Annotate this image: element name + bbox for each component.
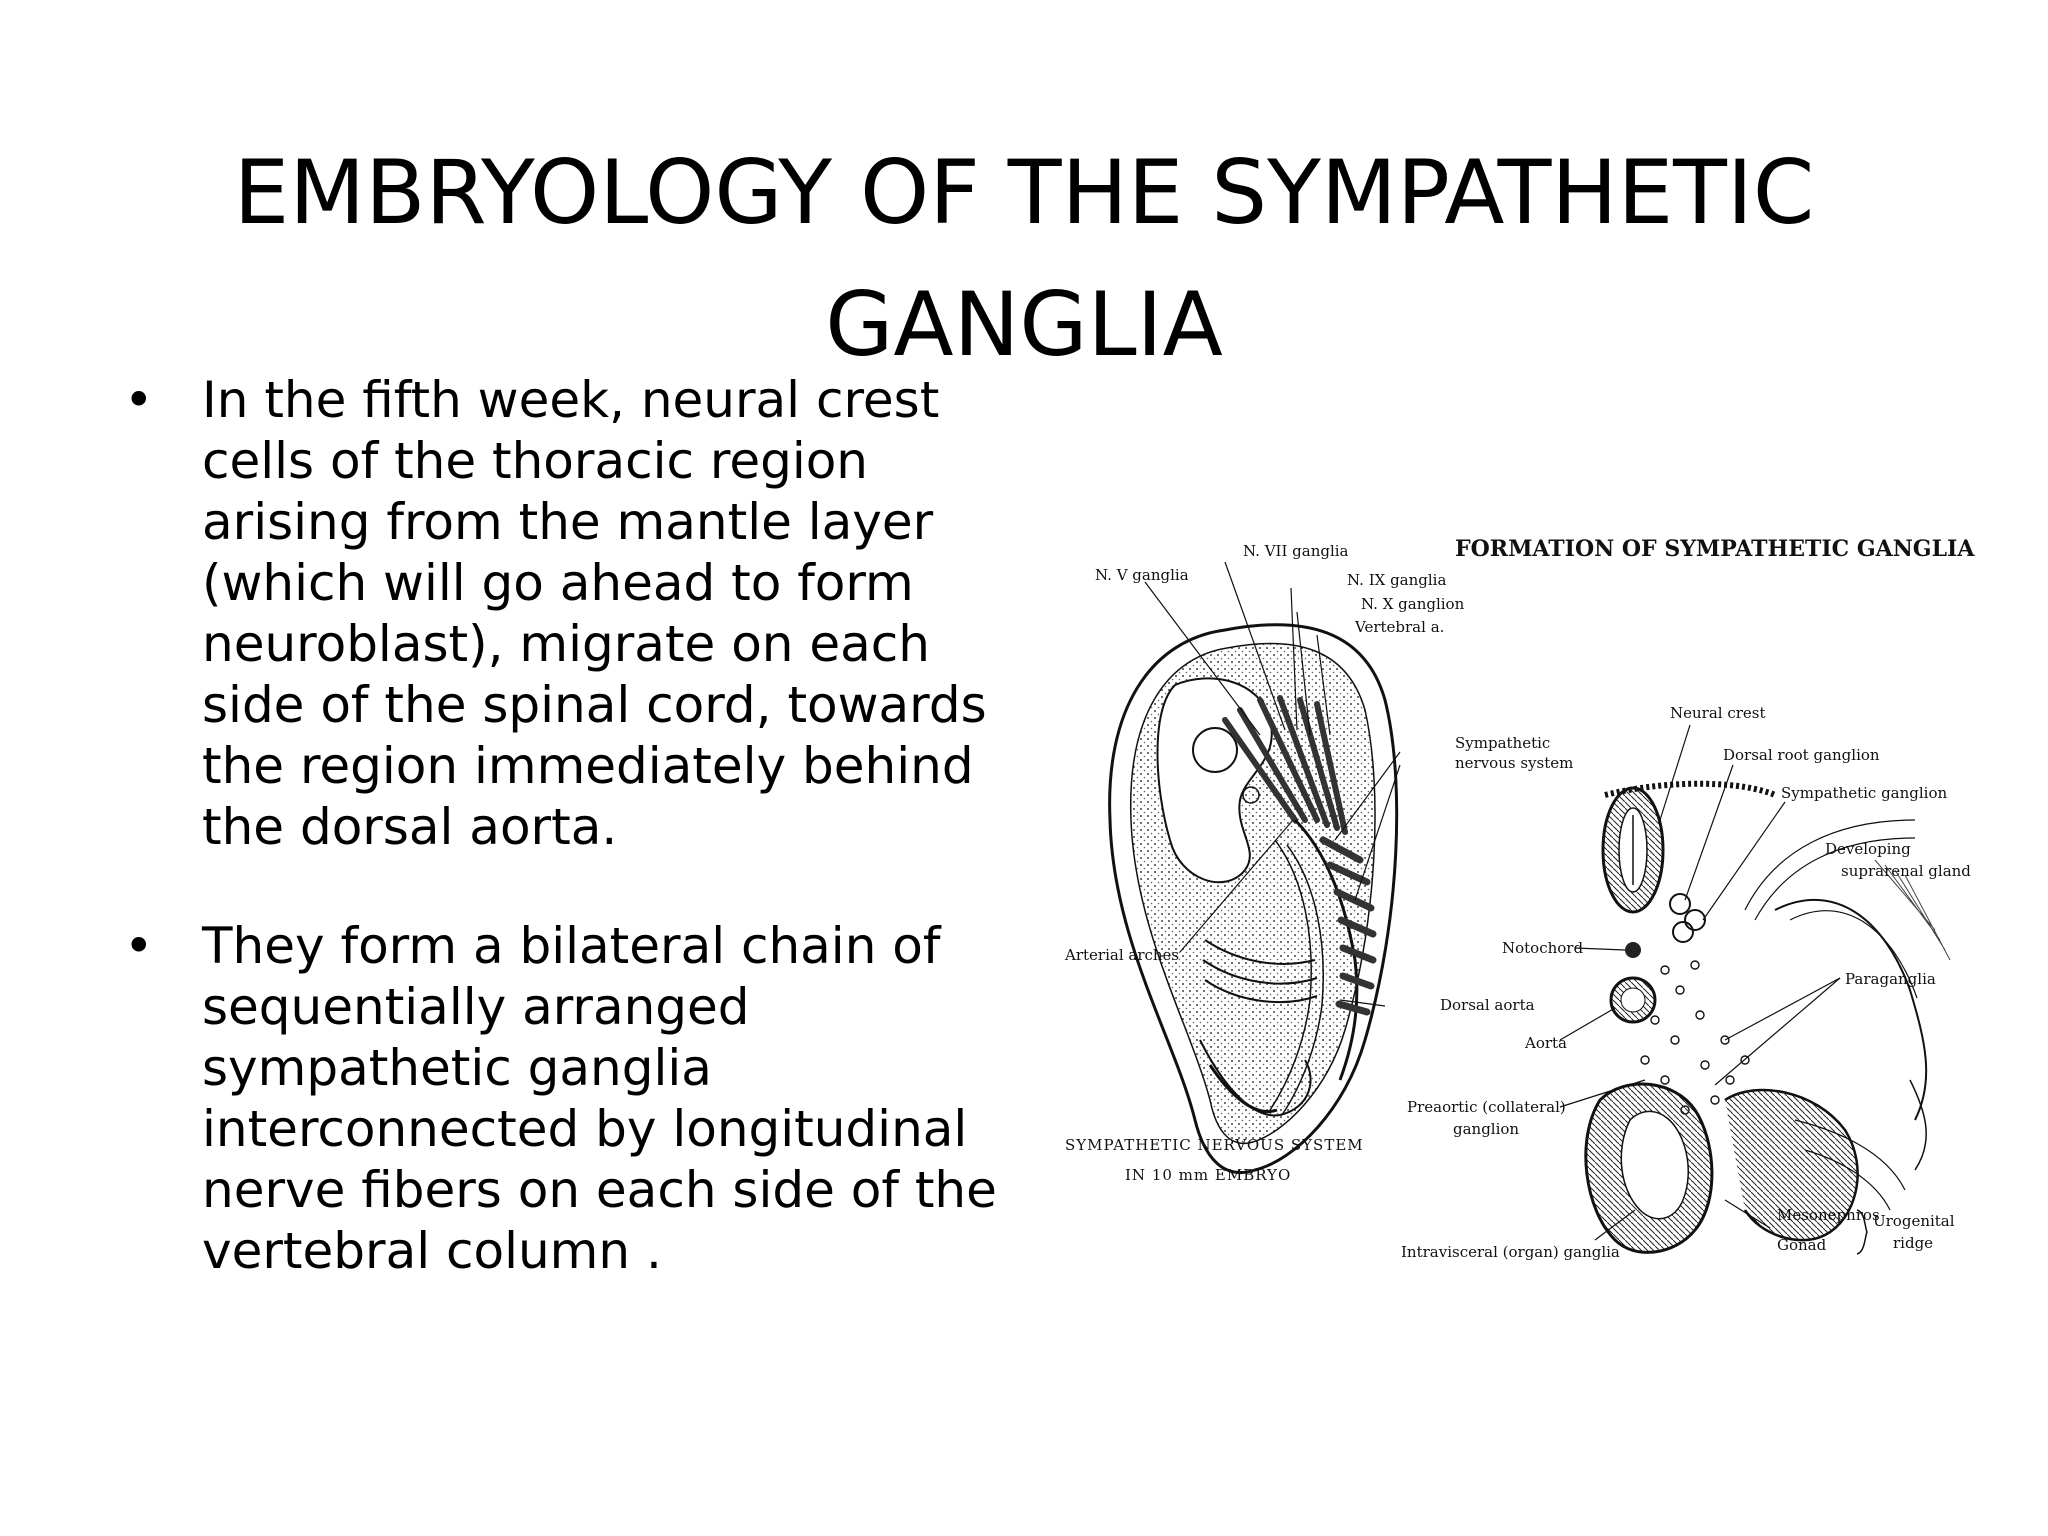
figure-drawing: FORMATION OF SYMPATHETIC GANGLIA xyxy=(1064,536,1975,1261)
label-gonad: Gonad xyxy=(1777,1236,1827,1254)
label-developing-1: Developing xyxy=(1825,840,1911,858)
bullet-item: They form a bilateral chain of sequentia… xyxy=(118,916,998,1282)
embryo-caption-1: SYMPATHETIC NERVOUS SYSTEM xyxy=(1065,1136,1364,1154)
figure-heading: FORMATION OF SYMPATHETIC GANGLIA xyxy=(1455,536,1975,562)
label-dorsal-root-ganglion: Dorsal root ganglion xyxy=(1723,746,1880,764)
urogenital-brace xyxy=(1856,1209,1868,1255)
embryo-drawing xyxy=(1108,623,1399,1175)
label-preaortic-1: Preaortic (collateral) xyxy=(1407,1098,1566,1116)
label-developing-2: suprarenal gland xyxy=(1841,862,1971,880)
label-intravisceral: Intravisceral (organ) ganglia xyxy=(1401,1243,1620,1261)
title-line-2: GANGLIA xyxy=(825,272,1223,376)
label-urogenital-1: Urogenital xyxy=(1873,1212,1955,1230)
embryo-leaders xyxy=(1144,561,1401,1007)
label-urogenital-2: ridge xyxy=(1893,1234,1933,1252)
embryology-figure: FORMATION OF SYMPATHETIC GANGLIA xyxy=(1055,520,1975,1280)
label-paraganglia: Paraganglia xyxy=(1845,970,1936,988)
label-dorsal-aorta: Dorsal aorta xyxy=(1440,996,1535,1014)
label-mesonephros: Mesonephros xyxy=(1777,1206,1880,1224)
label-n-x-ganglion: N. X ganglion xyxy=(1361,595,1465,613)
label-notochord: Notochord xyxy=(1502,939,1583,957)
cross-section-drawing xyxy=(1584,780,1951,1254)
label-sympathetic-ganglion: Sympathetic ganglion xyxy=(1781,784,1948,802)
slide-title: EMBRYOLOGY OF THE SYMPATHETIC GANGLIA xyxy=(0,127,2048,391)
title-line-1: EMBRYOLOGY OF THE SYMPATHETIC xyxy=(233,140,1815,244)
label-arterial-arches: Arterial arches xyxy=(1064,946,1179,964)
label-n-ix-ganglia: N. IX ganglia xyxy=(1347,571,1446,589)
bullet-list: In the fifth week, neural crest cells of… xyxy=(118,370,998,1282)
label-neural-crest: Neural crest xyxy=(1670,704,1766,722)
label-aorta: Aorta xyxy=(1524,1034,1567,1052)
label-n-v-ganglia: N. V ganglia xyxy=(1095,566,1189,584)
embryo-caption-2: IN 10 mm EMBRYO xyxy=(1125,1166,1291,1184)
label-n-vii-ganglia: N. VII ganglia xyxy=(1243,542,1349,560)
section-leaders xyxy=(1559,724,1841,1241)
label-sympathetic-ns-2: nervous system xyxy=(1455,754,1573,772)
label-vertebral-a: Vertebral a. xyxy=(1354,618,1444,636)
label-sympathetic-ns-1: Sympathetic xyxy=(1455,734,1550,752)
label-preaortic-2: ganglion xyxy=(1453,1120,1519,1138)
bullet-item: In the fifth week, neural crest cells of… xyxy=(118,370,998,858)
